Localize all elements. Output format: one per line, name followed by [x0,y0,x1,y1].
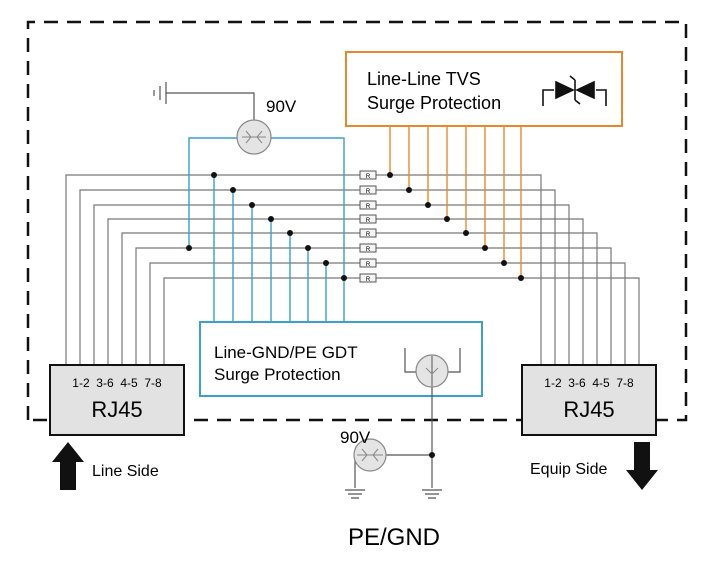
tvs-diode-icon [542,75,607,106]
gdt-title-line2: Surge Protection [214,365,341,384]
resistor-3 [359,200,377,210]
bottom-gdt-voltage: 90V [340,428,371,447]
rj45-right-pins: 1-2 3-6 4-5 7-8 [544,376,634,390]
line-side-label: Line Side [92,463,159,480]
resistor-label-3: R [366,204,371,210]
resistor-5 [359,228,377,238]
tvs-box: Line-Line TVS Surge Protection [345,51,623,127]
bottom-gdt-90v: 90V [340,428,387,472]
tvs-title-line1: Line-Line TVS [367,69,481,89]
resistor-8 [359,273,377,283]
resistor-6 [359,243,377,253]
top-gdt-voltage: 90V [266,97,297,116]
resistor-7 [359,258,377,268]
rj45-right-label: RJ45 [563,397,614,422]
resistor-label-5: R [366,232,371,238]
resistors: R R R R R R R R [359,170,377,283]
rj45-left-pins: 1-2 3-6 4-5 7-8 [72,376,162,390]
resistor-label-4: R [366,218,371,224]
equip-side-arrow-icon [626,442,658,490]
gdt-title-line1: Line-GND/PE GDT [214,343,358,362]
ground-label: PE/GND [348,524,440,551]
right-signal-wires [376,174,640,365]
resistor-2 [359,185,377,195]
rj45-left: 1-2 3-6 4-5 7-8 RJ45 [49,364,185,436]
resistor-label-2: R [366,189,371,195]
tvs-orange-wires [389,126,522,278]
resistor-1 [359,170,377,180]
enclosure-dashed-border [26,20,688,422]
left-signal-wires [65,174,360,365]
junction-dots [186,172,524,281]
rj45-right: 1-2 3-6 4-5 7-8 RJ45 [521,364,657,436]
gdt-blue-wires [188,137,345,322]
ground-junction-dot [429,452,435,458]
equip-side-label: Equip Side [530,461,607,478]
resistor-label-7: R [366,262,371,268]
line-side-arrow-icon [52,442,84,490]
rj45-left-label: RJ45 [91,397,142,422]
resistor-label-6: R [366,247,371,253]
gdt-box: Line-GND/PE GDT Surge Protection [199,321,483,397]
resistor-label-1: R [366,174,371,180]
top-gdt-90v: 90V [153,82,297,155]
resistor-label-8: R [366,277,371,283]
resistor-4 [359,214,377,224]
tvs-title-line2: Surge Protection [367,93,501,113]
